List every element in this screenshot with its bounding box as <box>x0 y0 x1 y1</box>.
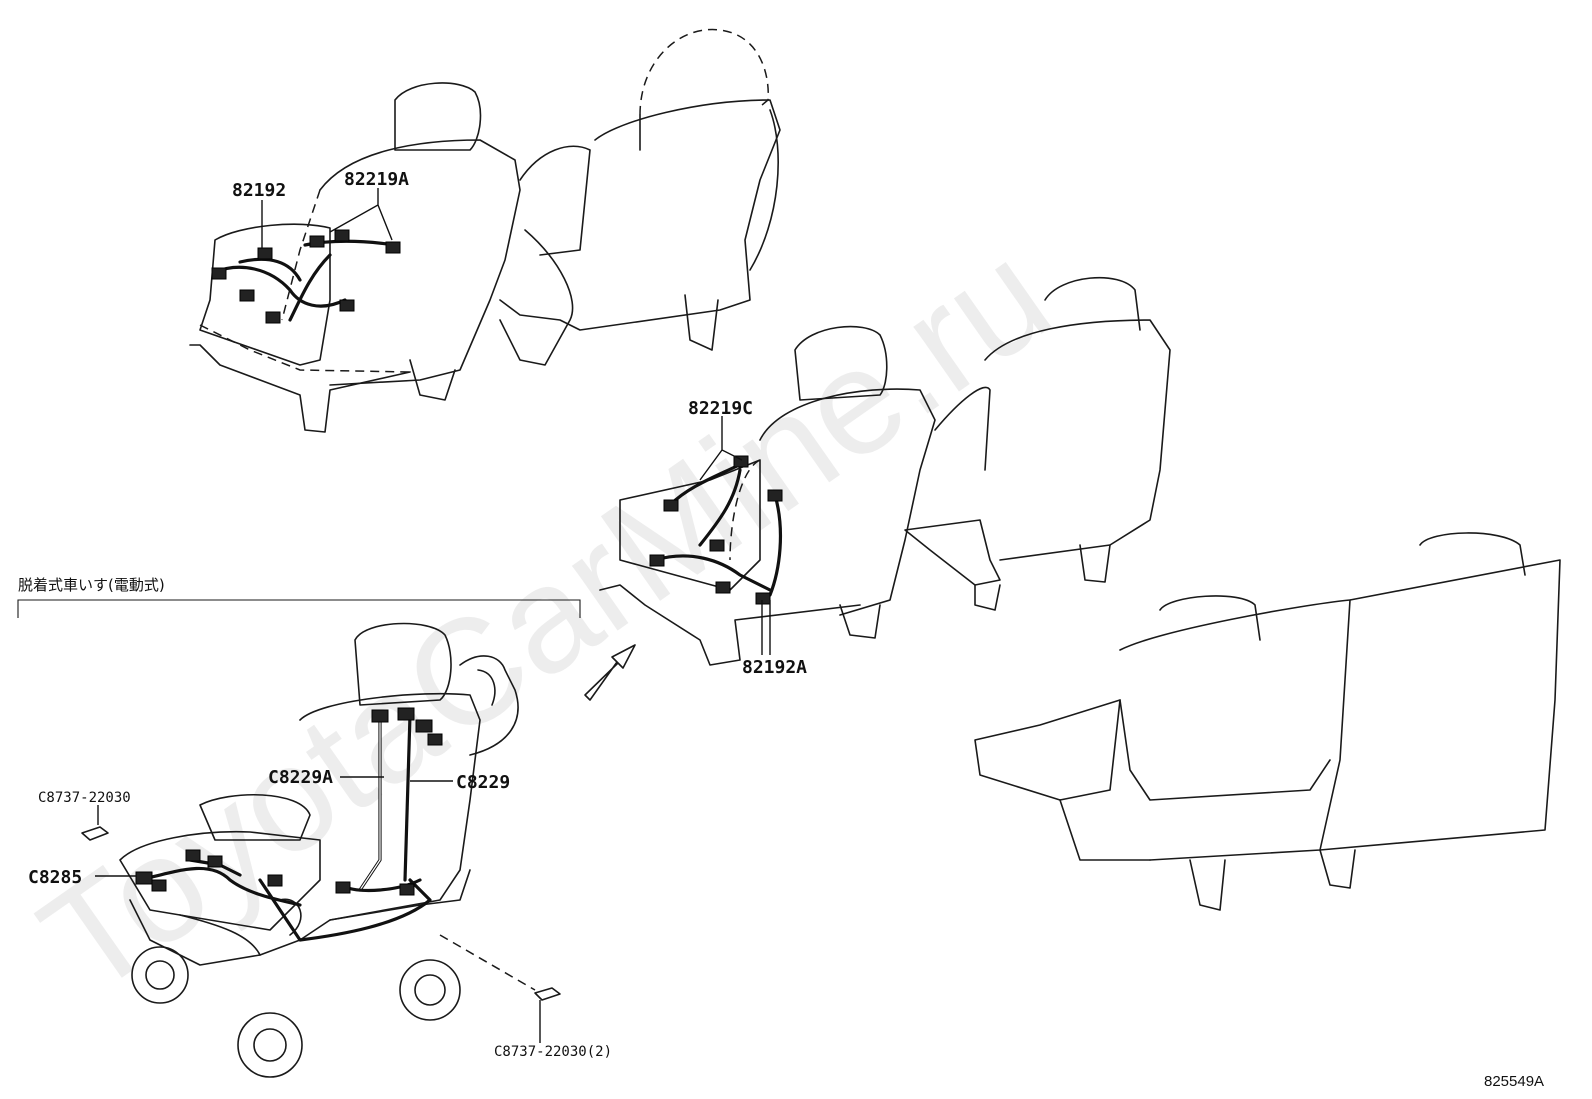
part-label-82219c[interactable]: 82219C <box>688 398 753 419</box>
part-label-82192[interactable]: 82192 <box>232 180 286 201</box>
second-row-seats-illustration <box>599 276 1171 666</box>
illustration-number: 825549A <box>1484 1073 1544 1090</box>
arrow-icon <box>584 644 636 701</box>
part-label-c8229[interactable]: C8229 <box>456 772 510 793</box>
front-seats-illustration <box>189 28 781 433</box>
part-label-82219a[interactable]: 82219A <box>344 169 409 190</box>
leader-lines <box>95 188 771 1043</box>
wheelchair-seat-illustration <box>81 622 561 1078</box>
third-row-bench-illustration <box>974 532 1561 911</box>
part-label-82192a[interactable]: 82192A <box>742 657 807 678</box>
part-label-c8229a[interactable]: C8229A <box>268 767 333 788</box>
part-label-c8737-22030-2[interactable]: C8737-22030(2) <box>494 1044 612 1060</box>
group-label: 脱着式車いす(電動式) <box>18 576 165 594</box>
watermark: ToyotaCarMine.ru <box>12 210 1078 1027</box>
part-label-c8285[interactable]: C8285 <box>28 867 82 888</box>
group-bracket <box>17 599 581 618</box>
part-label-c8737-22030[interactable]: C8737-22030 <box>38 790 131 806</box>
